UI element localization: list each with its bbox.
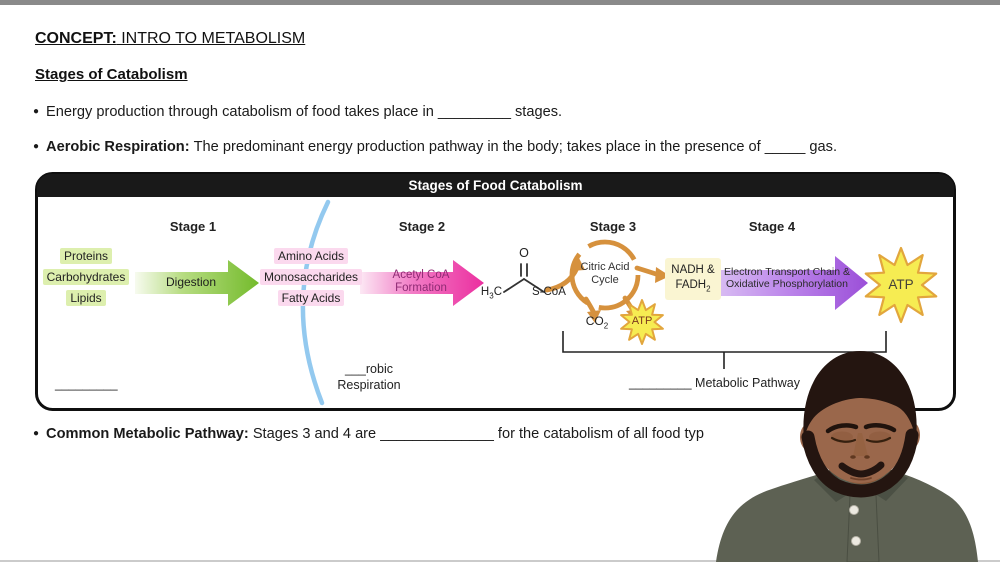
mouth — [850, 477, 872, 481]
arrow-label-line: Formation — [395, 282, 447, 294]
acetyl-coa-arrow-label: Acetyl CoA Formation — [365, 269, 477, 295]
bullet-term: Common Metabolic Pathway: — [46, 426, 253, 442]
atp-label-large: ATP — [888, 277, 914, 292]
polo-shirt — [716, 470, 978, 562]
nadh-fadh2-box: NADH & FADH2 — [665, 258, 721, 300]
hair — [803, 351, 917, 441]
co2-label: CO2 — [585, 314, 609, 331]
section-title: Stages of Catabolism — [35, 66, 188, 83]
nostril — [864, 455, 870, 459]
food-input-chip: Lipids — [66, 290, 106, 306]
digestion-product-chip: Fatty Acids — [277, 290, 345, 306]
stage-4-label: Stage 4 — [748, 219, 796, 234]
bullet-energy-production: ● Energy production through catabolism of… — [33, 104, 562, 120]
atp-star-small — [620, 299, 664, 345]
concept-label: CONCEPT: — [35, 30, 117, 47]
bullet-text: for the catabolism of all food typ — [493, 426, 704, 442]
s-coa-label: S-CoA — [532, 286, 566, 298]
top-strip — [0, 0, 1000, 5]
nadh-label: NADH & — [671, 264, 715, 276]
fill-in-blank: ___ — [345, 362, 366, 376]
stage-1-label: Stage 1 — [169, 219, 217, 234]
eyebrow-left — [825, 423, 859, 434]
diagram-shapes — [35, 172, 956, 411]
diagram-border — [35, 172, 956, 411]
bullet-aerobic-respiration: ● Aerobic Respiration: The predominant en… — [33, 139, 837, 155]
eyebrow-right — [863, 423, 897, 433]
fill-in-blank: ______________ — [380, 426, 494, 442]
page-title: CONCEPT: INTRO TO METABOLISM — [35, 30, 305, 48]
food-inputs-column: Proteins Carbohydrates Lipids — [36, 245, 136, 308]
bullet-dot-icon: ● — [33, 106, 40, 117]
electron-transport-arrow-label: Electron Transport Chain & Oxidative Pho… — [703, 266, 871, 290]
bullet-text: The predominant energy production pathwa… — [193, 139, 765, 155]
nostril — [850, 455, 856, 459]
bullet-dot-icon: ● — [33, 428, 40, 439]
arrow-label-line: Electron Transport Chain & — [723, 266, 851, 278]
mustache — [838, 461, 885, 478]
digestion-arrow-label: Digestion — [165, 275, 217, 289]
arrow-label-line: Acetyl CoA — [392, 269, 450, 281]
shirt-button — [849, 505, 859, 515]
bullet-dot-icon: ● — [33, 141, 40, 152]
electron-transport-arrow — [710, 256, 868, 310]
instructor-webcam-overlay — [716, 351, 978, 562]
atp-star-large — [864, 246, 938, 324]
catabolism-diagram: Stages of Food Catabolism Stage 1 Stage … — [35, 172, 956, 411]
food-input-chip: Proteins — [59, 248, 113, 264]
bullet-term: Aerobic Respiration: — [46, 139, 194, 155]
acetyl-coa-molecule-bonds — [503, 263, 545, 293]
nose — [853, 433, 868, 456]
bullet-text: stages. — [510, 104, 563, 120]
fill-in-blank: _____ — [764, 139, 806, 155]
arrow-label-line: Oxidative Phosphorylation — [726, 278, 848, 290]
acetyl-coa-arrow — [360, 260, 484, 306]
digestion-arrow — [135, 260, 259, 306]
stage-3-label: Stage 3 — [589, 219, 637, 234]
metabolic-pathway-annotation: _________ Metabolic Pathway — [629, 376, 800, 390]
aerobic-respiration-annotation: ___robic Respiration — [337, 362, 401, 392]
shirt-button — [851, 536, 861, 546]
diagram-left-blank: _________ — [55, 377, 118, 391]
bottom-strip — [0, 560, 1000, 562]
bullet-common-pathway: ● Common Metabolic Pathway: Stages 3 and … — [33, 426, 704, 442]
atp-label-small: ATP — [631, 315, 653, 327]
bullet-text: gas. — [805, 139, 838, 155]
shirt-placket — [846, 494, 880, 562]
fadh2-label: FADH2 — [675, 279, 711, 294]
digestion-product-chip: Monosaccharides — [259, 269, 363, 285]
carbonyl-oxygen-label: O — [519, 246, 529, 260]
citric-acid-cycle-label: Citric Acid Cycle — [580, 261, 630, 286]
bullet-text: Stages 3 and 4 are — [252, 426, 381, 442]
diagram-title-bar: Stages of Food Catabolism — [37, 174, 954, 197]
closed-eye-right — [865, 436, 892, 443]
concept-title: INTRO TO METABOLISM — [116, 30, 306, 47]
closed-eye-left — [830, 436, 857, 443]
beard — [801, 428, 919, 498]
methyl-group-label: H3C — [480, 286, 502, 301]
digestion-product-chip: Amino Acids — [273, 248, 349, 264]
bullet-text: Energy production through catabolism of … — [46, 104, 438, 120]
food-input-chip: Carbohydrates — [42, 269, 130, 285]
common-pathway-bracket — [562, 331, 887, 369]
fill-in-blank: _________ — [437, 104, 511, 120]
stage-2-label: Stage 2 — [398, 219, 446, 234]
fill-in-blank: _________ — [629, 376, 692, 390]
digestion-products-column: Amino Acids Monosaccharides Fatty Acids — [249, 245, 373, 308]
